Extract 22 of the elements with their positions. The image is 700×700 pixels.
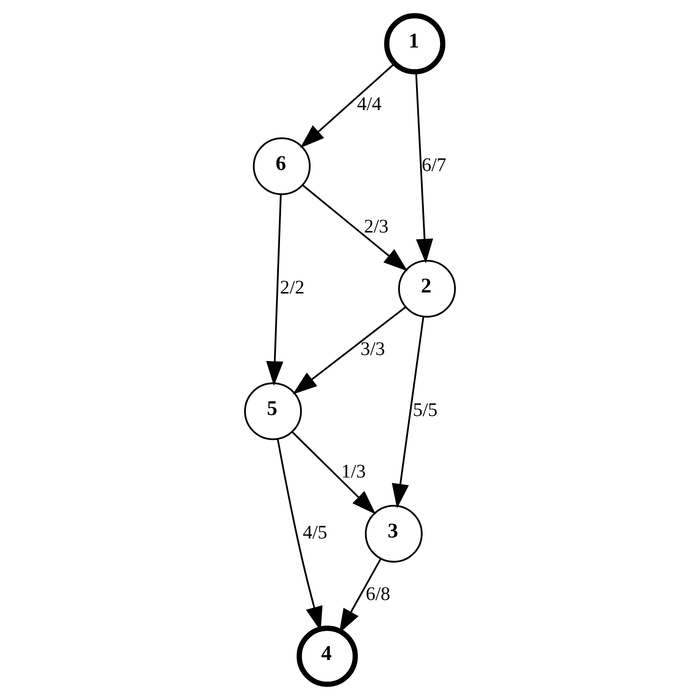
edge-label: 4/4 <box>356 94 382 115</box>
edge-label: 2/2 <box>280 278 305 299</box>
arrow <box>292 306 406 394</box>
node-circle: 2 <box>398 260 456 318</box>
edge-label: 3/3 <box>360 338 386 360</box>
edge-label: 5/5 <box>412 400 438 422</box>
edge-label: 1/3 <box>341 461 366 482</box>
arrow <box>302 184 408 272</box>
arrow <box>300 62 396 148</box>
edge-label: 4/5 <box>302 522 328 544</box>
node-circle: 3 <box>364 504 423 563</box>
arrow <box>292 432 376 514</box>
arrow <box>415 72 434 264</box>
arrow <box>266 194 284 386</box>
edge-label: 6/8 <box>366 584 390 605</box>
node-circle: 5 <box>244 382 302 440</box>
edge-label: 2/3 <box>364 216 389 238</box>
node-circle: 1 <box>384 13 446 74</box>
arrow <box>392 316 424 508</box>
node-circle: 4 <box>296 626 358 687</box>
node-circle: 6 <box>252 137 311 196</box>
edge-label: 6/7 <box>422 155 446 176</box>
